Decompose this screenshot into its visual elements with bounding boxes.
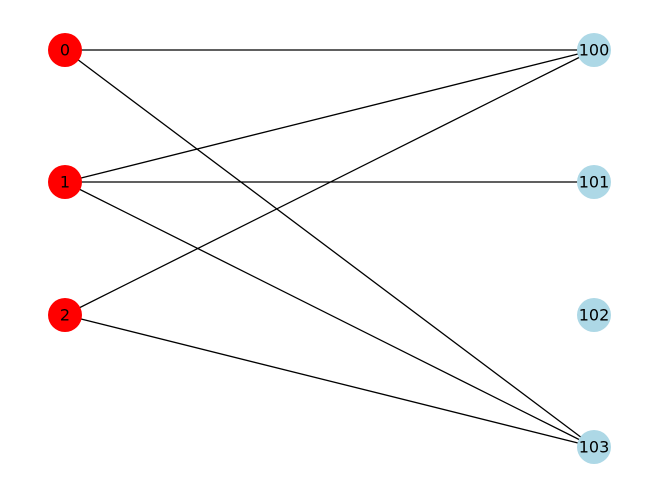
node-circle (48, 165, 82, 199)
node-101: 101 (577, 165, 611, 199)
nodes-layer: 0 1 2 100 101 102 103 (48, 33, 611, 464)
edge-n1-n103 (64, 181, 595, 448)
node-circle (577, 430, 611, 464)
node-circle (577, 298, 611, 332)
edges-layer (64, 49, 595, 448)
edge-n2-n103 (64, 314, 595, 448)
node-102: 102 (577, 298, 611, 332)
node-circle (48, 298, 82, 332)
node-1: 1 (48, 165, 82, 199)
node-100: 100 (577, 33, 611, 67)
edge-n2-n100 (64, 49, 595, 316)
edge-n1-n100 (64, 49, 595, 183)
node-circle (577, 33, 611, 67)
node-0: 0 (48, 33, 82, 67)
edge-n0-n103 (64, 49, 595, 448)
node-label: 103 (579, 438, 610, 457)
node-label: 101 (579, 173, 610, 192)
node-label: 0 (60, 41, 70, 60)
node-circle (577, 165, 611, 199)
node-circle (48, 33, 82, 67)
node-label: 2 (60, 306, 70, 325)
node-label: 102 (579, 306, 610, 325)
node-103: 103 (577, 430, 611, 464)
node-label: 100 (579, 41, 610, 60)
node-label: 1 (60, 173, 70, 192)
node-2: 2 (48, 298, 82, 332)
